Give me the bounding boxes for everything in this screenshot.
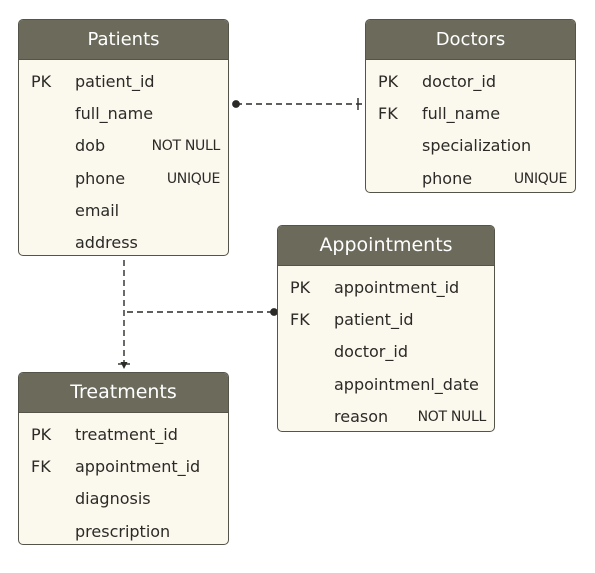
connector-dot-patients	[232, 100, 240, 108]
field-name: appointment_id	[334, 278, 460, 297]
attribute-row: reason NOT NULL	[278, 401, 494, 431]
attribute-row: phone UNIQUE	[366, 163, 575, 192]
field-name: patient_id	[334, 310, 414, 330]
attribute-row: address	[19, 227, 228, 255]
attribute-row: doctor_id	[278, 336, 494, 368]
constraint-label: NOT NULL	[417, 408, 487, 425]
attribute-row: FK appointment_id	[19, 451, 228, 483]
attribute-row: PK patient_id	[19, 66, 228, 98]
field-name: address	[75, 232, 138, 252]
key-label: PK	[378, 72, 399, 91]
constraint-label: UNIQUE	[513, 170, 567, 187]
attribute-row: FK patient_id	[278, 304, 494, 336]
field-name: dob	[75, 136, 106, 156]
constraint-label: NOT NULL	[151, 138, 221, 155]
attribute-row: appointmenl_date	[278, 369, 494, 401]
attribute-row: FK full_name	[366, 98, 575, 130]
key-label: FK	[31, 457, 51, 477]
field-name: appointmenl_date	[334, 374, 479, 394]
connector-arrow-treatments	[120, 362, 128, 369]
field-name: specialization	[422, 136, 532, 156]
field-name: diagnosis	[75, 489, 151, 509]
attribute-row: email	[19, 195, 228, 227]
field-name: appointment_id	[75, 457, 201, 477]
field-name: treatment_id	[75, 425, 178, 444]
attribute-row: diagnosis	[19, 483, 228, 515]
field-name: reason	[334, 406, 389, 426]
attribute-row: PK treatment_id	[19, 419, 228, 451]
entity-title: Patients	[19, 20, 228, 60]
field-name: phone	[422, 168, 473, 188]
field-name: phone	[75, 168, 126, 188]
constraint-label: UNIQUE	[166, 170, 220, 187]
key-label: FK	[290, 310, 310, 330]
attribute-row: specialization	[366, 130, 575, 162]
field-name: prescription	[75, 521, 171, 541]
attribute-row: full_name	[19, 98, 228, 130]
field-name: full_name	[75, 104, 154, 124]
entity-title: Treatments	[19, 373, 228, 413]
key-label: FK	[378, 104, 398, 124]
attribute-row: PK appointment_id	[278, 272, 494, 304]
key-label: PK	[290, 278, 311, 297]
field-name: full_name	[422, 104, 501, 124]
attribute-row: dob NOT NULL	[19, 130, 228, 162]
field-name: patient_id	[75, 72, 155, 91]
field-name: email	[75, 200, 120, 220]
key-label: PK	[31, 72, 52, 91]
attribute-row: PK doctor_id	[366, 66, 575, 98]
entity-title: Appointments	[278, 226, 494, 266]
key-label: PK	[31, 425, 52, 444]
field-name: doctor_id	[334, 342, 408, 362]
field-name: doctor_id	[422, 72, 496, 91]
attribute-row: prescription	[19, 516, 228, 544]
entity-title: Doctors	[366, 20, 575, 60]
attribute-row: phone UNIQUE	[19, 163, 228, 195]
